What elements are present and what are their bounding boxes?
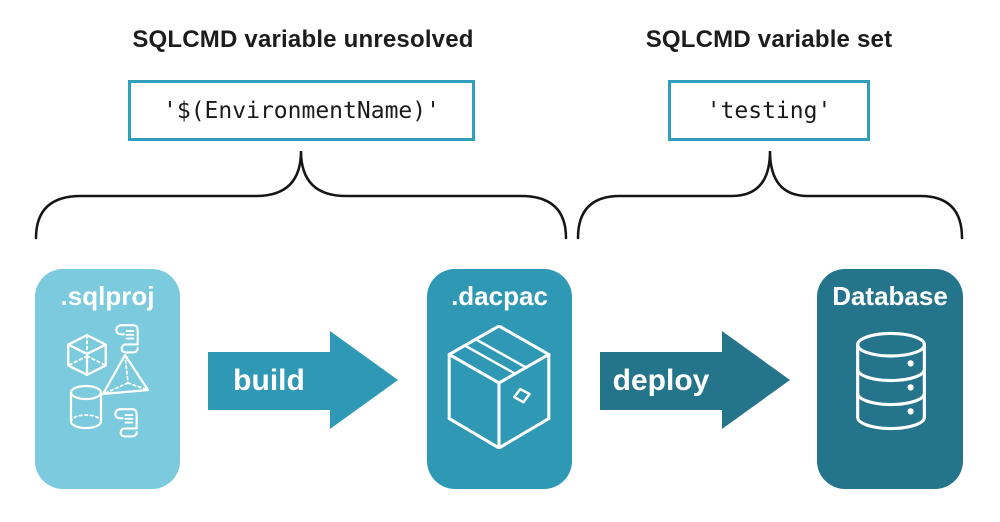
- cube-icon: [67, 334, 107, 376]
- cylinder-icon: [69, 384, 103, 430]
- database-dot: [907, 408, 914, 415]
- database-dot: [907, 384, 914, 391]
- code-value-set: 'testing': [706, 97, 832, 124]
- pyramid-icon: [101, 353, 150, 396]
- dacpac-card: .dacpac: [427, 269, 572, 489]
- database-dot: [907, 360, 914, 367]
- database-card: Database: [817, 269, 963, 489]
- heading-variable-unresolved: SQLCMD variable unresolved: [132, 26, 474, 53]
- package-icon: [447, 325, 551, 449]
- build-arrow: [208, 331, 398, 429]
- dacpac-card-label: .dacpac: [451, 281, 548, 311]
- sqlproj-card: .sqlproj: [35, 269, 180, 489]
- code-box-environment-variable: '$(EnvironmentName)': [128, 80, 475, 141]
- sqlproj-card-label: .sqlproj: [60, 281, 155, 311]
- build-arrow-label: build: [233, 364, 305, 397]
- heading-variable-set: SQLCMD variable set: [645, 26, 893, 53]
- left-curly-brace: [34, 150, 568, 240]
- scroll-icon: [114, 408, 138, 438]
- database-icon: [856, 331, 926, 431]
- deploy-arrow: [600, 331, 790, 429]
- code-value-unresolved: '$(EnvironmentName)': [163, 97, 440, 124]
- right-curly-brace: [576, 150, 964, 240]
- scroll-icon: [115, 324, 139, 354]
- code-box-testing-value: 'testing': [668, 80, 870, 141]
- deploy-arrow-label: deploy: [612, 364, 710, 397]
- database-card-label: Database: [832, 281, 948, 311]
